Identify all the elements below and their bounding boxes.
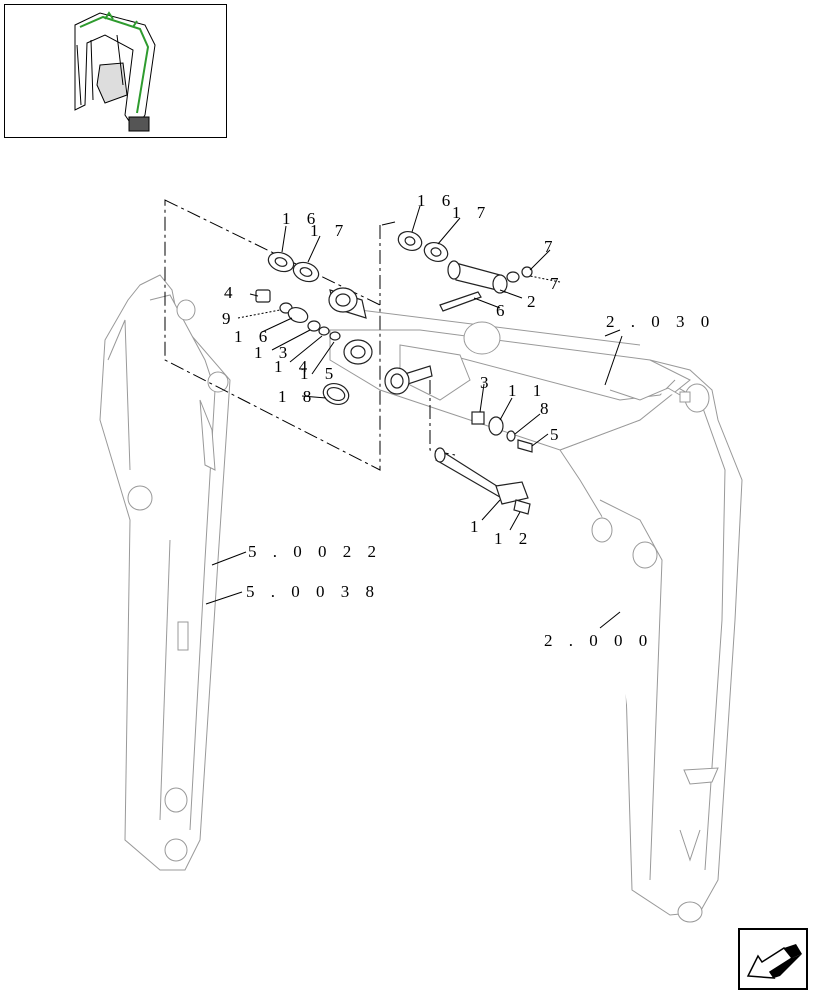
callout-1[interactable]: 1 <box>470 517 485 536</box>
right-pin-assembly <box>384 230 533 515</box>
left-pin-assembly <box>255 251 373 405</box>
callout-16-left[interactable]: 1 6 <box>234 327 274 346</box>
callout-16-top-left[interactable]: 1 6 <box>282 209 322 228</box>
callout-17-top-left[interactable]: 1 7 <box>310 221 350 240</box>
callout-5[interactable]: 5 <box>550 425 565 444</box>
back-navigation-button[interactable] <box>738 928 808 990</box>
backhoe-thumbnail-icon <box>74 11 156 132</box>
callout-4[interactable]: 4 <box>224 283 239 302</box>
callout-18[interactable]: 1 8 <box>278 387 318 406</box>
callout-16-top-right[interactable]: 1 6 <box>417 191 457 210</box>
callout-11[interactable]: 1 1 <box>508 381 548 400</box>
right-boom-arm <box>559 359 743 923</box>
overview-thumbnail[interactable] <box>4 4 227 138</box>
callout-13[interactable]: 1 3 <box>254 343 294 362</box>
callout-8[interactable]: 8 <box>540 399 555 418</box>
callout-12[interactable]: 1 2 <box>494 529 534 548</box>
callout-17-top-right[interactable]: 1 7 <box>452 203 492 222</box>
ref-2-000[interactable]: 2 . 0 0 0 <box>544 631 654 650</box>
callout-14[interactable]: 1 4 <box>274 357 314 376</box>
boom-cross-member <box>329 309 691 451</box>
callout-9[interactable]: 9 <box>222 309 237 328</box>
callout-3[interactable]: 3 <box>480 373 495 392</box>
callout-7-upper[interactable]: 7 <box>544 237 559 256</box>
leader-lines <box>205 205 623 629</box>
callout-6[interactable]: 6 <box>496 301 511 320</box>
callout-7-lower[interactable]: 7 <box>550 274 565 293</box>
arrow-back-icon <box>746 944 802 979</box>
callout-2[interactable]: 2 <box>527 292 542 311</box>
ref-2-030[interactable]: 2 . 0 3 0 <box>606 312 716 331</box>
left-boom-arm <box>99 274 231 871</box>
ref-5-0022[interactable]: 5 . 0 0 2 2 <box>248 542 382 561</box>
ref-5-0038[interactable]: 5 . 0 0 3 8 <box>246 582 380 601</box>
callout-15[interactable]: 1 5 <box>300 364 340 383</box>
